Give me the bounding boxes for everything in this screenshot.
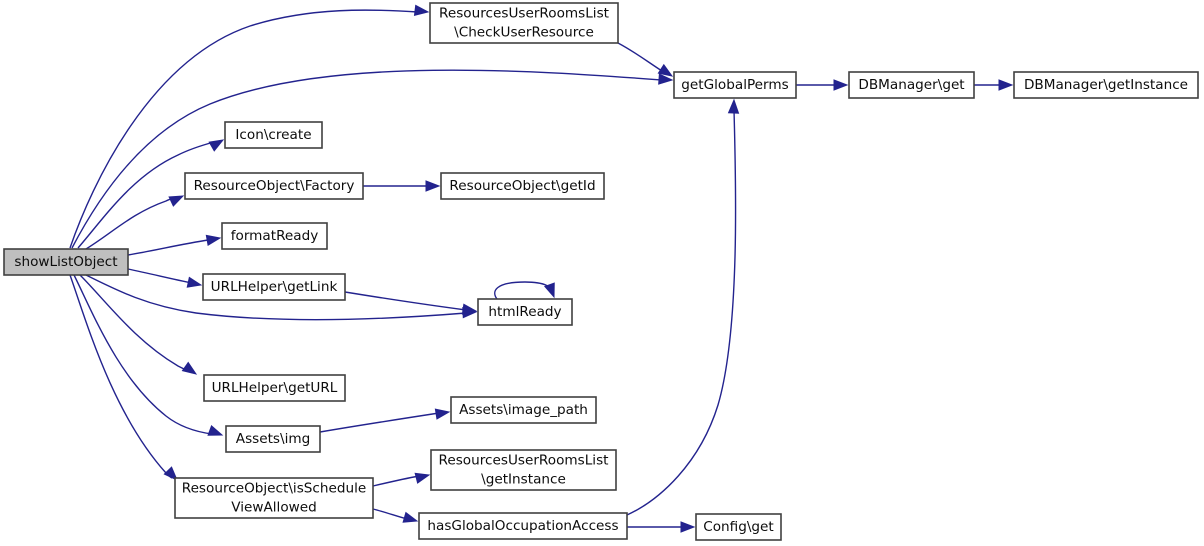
node-box-getInstance[interactable] <box>430 449 617 491</box>
node-label-getInstance: \getInstance <box>481 472 566 488</box>
node-box-assetsImagePath[interactable] <box>450 396 597 424</box>
arrowhead-showListObject->iconCreate <box>208 139 225 152</box>
node-label-showListObject: showListObject <box>14 254 117 270</box>
edge-showListObject-to-urlHelperGetLink <box>127 268 193 284</box>
node-box-dbManagerGet[interactable] <box>848 71 975 99</box>
node-label-urlHelperGetLink: URLHelper\getLink <box>211 279 338 295</box>
node-label-htmlReady: htmlReady <box>488 304 561 320</box>
node-label-getGlobalPerms: getGlobalPerms <box>681 77 788 93</box>
node-dbManagerGet[interactable]: DBManager\get <box>848 71 975 99</box>
arrowhead-showListObject->isScheduleViewAllowed <box>163 466 178 482</box>
node-box-urlHelperGetLink[interactable] <box>202 273 346 301</box>
arrowhead-showListObject->resourceObjectFactory <box>168 195 185 207</box>
node-box-checkUserResource[interactable] <box>429 2 619 44</box>
edge-showListObject-to-checkUserResource <box>69 9 419 249</box>
arrowhead-showListObject->urlHelperGetLink <box>186 276 203 288</box>
node-urlHelperGetLink[interactable]: URLHelper\getLink <box>202 273 346 301</box>
node-assetsImg[interactable]: Assets\img <box>225 425 321 453</box>
node-label-checkUserResource: ResourcesUserRoomsList <box>439 6 609 22</box>
arrowhead-checkUserResource->getGlobalPerms <box>657 63 674 77</box>
arrowhead-showListObject->getGlobalPerms <box>658 73 674 85</box>
edge-showListObject-to-formatReady <box>127 239 209 256</box>
node-hasGlobalOccupationAccess[interactable]: hasGlobalOccupationAccess <box>418 512 628 540</box>
node-box-configGet[interactable] <box>695 513 782 541</box>
arrowhead-getGlobalPerms->dbManagerGet <box>833 79 849 91</box>
edge-hasGlobalOccupationAccess-to-getGlobalPerms <box>626 109 737 516</box>
arrowhead-urlHelperGetLink->htmlReady <box>461 303 478 315</box>
node-formatReady[interactable]: formatReady <box>221 222 328 250</box>
edge-showListObject-to-iconCreate <box>77 141 215 249</box>
node-label-resourceObjectFactory: ResourceObject\Factory <box>194 178 355 194</box>
node-getInstance[interactable]: ResourcesUserRoomsList \getInstance <box>430 449 617 491</box>
node-label-getInstance: ResourcesUserRoomsList <box>439 453 609 469</box>
edge-htmlReady-to-htmlReady <box>494 281 554 300</box>
node-label-formatReady: formatReady <box>231 228 319 244</box>
arrowhead-hasGlobalOccupationAccess->configGet <box>680 521 696 533</box>
edge-showListObject-to-urlHelperGetURL <box>79 274 191 373</box>
arrowhead-isScheduleViewAllowed->hasGlobalOccupationAccess <box>402 511 419 523</box>
edge-isScheduleViewAllowed-to-getInstance <box>372 475 420 487</box>
node-box-hasGlobalOccupationAccess[interactable] <box>418 512 628 540</box>
node-label-assetsImagePath: Assets\image_path <box>459 402 588 418</box>
node-label-iconCreate: Icon\create <box>235 127 311 143</box>
edge-checkUserResource-to-getGlobalPerms <box>617 42 663 72</box>
node-box-htmlReady[interactable] <box>477 298 573 326</box>
arrowhead-showListObject->formatReady <box>205 234 222 246</box>
node-box-iconCreate[interactable] <box>224 121 323 149</box>
node-resourceObjectFactory[interactable]: ResourceObject\Factory <box>184 172 364 200</box>
node-box-resourceObjectFactory[interactable] <box>184 172 364 200</box>
node-showListObject[interactable]: showListObject <box>3 248 129 276</box>
node-box-assetsImg[interactable] <box>225 425 321 453</box>
edge-showListObject-to-getGlobalPerms <box>71 69 663 249</box>
node-label-checkUserResource: \CheckUserResource <box>454 25 594 41</box>
node-resourceObjectGetId[interactable]: ResourceObject\getId <box>440 172 605 200</box>
node-checkUserResource[interactable]: ResourcesUserRoomsList \CheckUserResource <box>429 2 619 44</box>
nodes-layer: showListObjectResourcesUserRoomsList\Che… <box>3 2 1199 541</box>
node-urlHelperGetURL[interactable]: URLHelper\getURL <box>203 374 346 402</box>
arrowhead-showListObject->assetsImg <box>207 425 224 436</box>
arrowhead-hasGlobalOccupationAccess->getGlobalPerms <box>727 98 740 114</box>
node-iconCreate[interactable]: Icon\create <box>224 121 323 149</box>
node-box-urlHelperGetURL[interactable] <box>203 374 346 402</box>
node-label-isScheduleViewAllowed: ResourceObject\isSchedule <box>182 481 367 497</box>
node-htmlReady[interactable]: htmlReady <box>477 298 573 326</box>
node-label-dbManagerGetInstance: DBManager\getInstance <box>1024 77 1188 93</box>
node-box-resourceObjectGetId[interactable] <box>440 172 605 200</box>
arrowhead-resourceObjectFactory->resourceObjectGetId <box>425 180 441 192</box>
node-configGet[interactable]: Config\get <box>695 513 782 541</box>
node-dbManagerGetInstance[interactable]: DBManager\getInstance <box>1013 71 1199 99</box>
node-label-configGet: Config\get <box>703 519 774 535</box>
edge-showListObject-to-isScheduleViewAllowed <box>69 274 173 479</box>
arrowhead-showListObject->checkUserResource <box>413 4 430 17</box>
node-box-isScheduleViewAllowed[interactable] <box>174 477 374 519</box>
edge-showListObject-to-assetsImg <box>73 274 213 435</box>
arrowhead-htmlReady->htmlReady <box>544 282 555 299</box>
edge-assetsImg-to-assetsImagePath <box>319 412 440 433</box>
node-label-dbManagerGet: DBManager\get <box>858 77 964 93</box>
node-box-formatReady[interactable] <box>221 222 328 250</box>
node-box-showListObject[interactable] <box>3 248 129 276</box>
node-label-assetsImg: Assets\img <box>236 431 310 447</box>
edge-isScheduleViewAllowed-to-hasGlobalOccupationAccess <box>372 508 408 520</box>
arrowhead-dbManagerGet->dbManagerGetInstance <box>998 79 1014 91</box>
arrowhead-isScheduleViewAllowed->getInstance <box>414 472 431 484</box>
node-assetsImagePath[interactable]: Assets\image_path <box>450 396 597 424</box>
node-label-isScheduleViewAllowed: ViewAllowed <box>231 500 317 516</box>
node-box-dbManagerGetInstance[interactable] <box>1013 71 1199 99</box>
node-label-resourceObjectGetId: ResourceObject\getId <box>449 178 595 194</box>
node-box-getGlobalPerms[interactable] <box>673 71 797 99</box>
node-label-hasGlobalOccupationAccess: hasGlobalOccupationAccess <box>427 518 618 534</box>
arrowheads-layer <box>163 4 1014 533</box>
node-getGlobalPerms[interactable]: getGlobalPerms <box>673 71 797 99</box>
edge-urlHelperGetLink-to-htmlReady <box>344 291 467 311</box>
arrowhead-showListObject->urlHelperGetURL <box>181 361 198 375</box>
node-label-urlHelperGetURL: URLHelper\getURL <box>212 380 338 396</box>
edge-showListObject-to-htmlReady <box>85 274 467 321</box>
arrowhead-assetsImg->assetsImagePath <box>434 408 451 420</box>
